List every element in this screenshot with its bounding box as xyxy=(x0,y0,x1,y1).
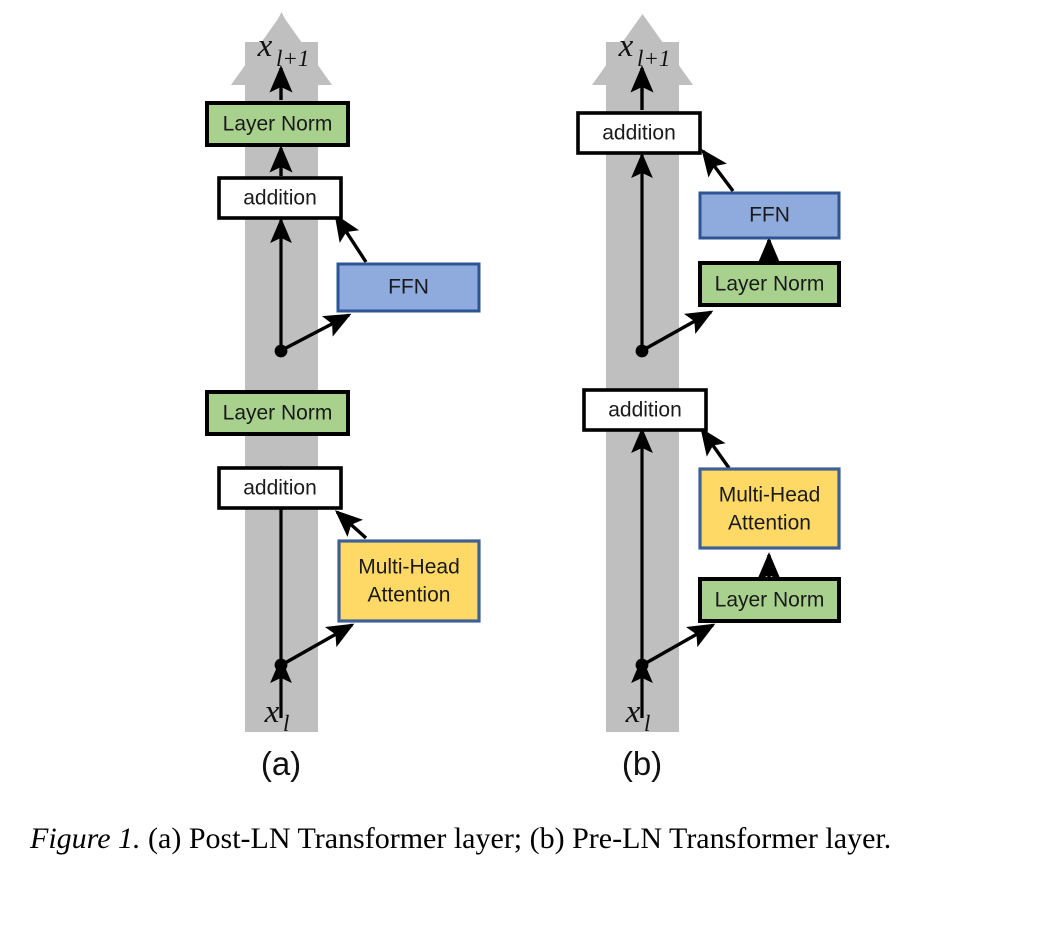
arrow-b-branch-to-layer-norm-lower xyxy=(645,623,716,665)
transformer-layer-diagram: x l+1 Layer N xyxy=(205,12,841,782)
panel-b: x l+1 xyxy=(576,14,841,782)
block-a-addition-top[interactable]: addition xyxy=(217,176,343,220)
svg-text:l: l xyxy=(283,711,289,736)
arrow-a-branch-to-attention xyxy=(284,623,355,665)
output-label-a: x l+1 xyxy=(257,28,310,71)
output-sub-a: l+1 xyxy=(276,46,309,71)
panel-label-a: (a) xyxy=(261,745,301,782)
arrow-b-branch-to-layer-norm-upper xyxy=(644,310,714,351)
output-var-b: x xyxy=(618,28,634,64)
panel-a: x l+1 Layer N xyxy=(205,12,481,782)
figure-caption: Figure 1. (a) Post-LN Transformer layer;… xyxy=(30,818,1020,861)
block-label: Layer Norm xyxy=(223,402,333,425)
block-label-line1: Multi-Head xyxy=(358,556,460,579)
block-label: addition xyxy=(608,399,682,422)
block-b-ffn[interactable]: FFN xyxy=(698,191,841,240)
branch-dot-a-attention xyxy=(274,658,288,672)
block-b-addition-top[interactable]: addition xyxy=(576,111,702,155)
output-var-a: x xyxy=(257,28,273,64)
block-label: addition xyxy=(243,477,317,500)
block-label: Layer Norm xyxy=(715,589,825,612)
block-label-line1: Multi-Head xyxy=(719,484,821,507)
svg-text:l: l xyxy=(644,711,650,736)
svg-text:x: x xyxy=(257,28,273,64)
input-sub-a: l xyxy=(283,711,289,736)
block-label: Layer Norm xyxy=(223,113,333,136)
block-label-line2: Attention xyxy=(368,584,451,607)
block-a-ffn[interactable]: FFN xyxy=(336,262,481,313)
block-b-layer-norm-lower[interactable]: Layer Norm xyxy=(698,577,841,623)
caption-body: (a) Post-LN Transformer layer; (b) Pre-L… xyxy=(140,822,892,855)
block-label: Layer Norm xyxy=(715,273,825,296)
block-label: FFN xyxy=(388,276,429,299)
input-var-b: x xyxy=(625,694,641,730)
block-a-addition-bottom[interactable]: addition xyxy=(217,466,343,510)
output-sub-b: l+1 xyxy=(637,46,670,71)
input-label-b: x l xyxy=(625,694,651,736)
svg-text:l+1: l+1 xyxy=(276,46,309,71)
block-label: FFN xyxy=(749,204,790,227)
caption-figure-number: Figure 1. xyxy=(30,822,141,855)
block-b-attention[interactable]: Multi-Head Attention xyxy=(698,467,841,550)
block-b-addition-bottom[interactable]: addition xyxy=(582,388,708,432)
block-label: addition xyxy=(602,122,676,145)
block-a-attention[interactable]: Multi-Head Attention xyxy=(337,539,481,623)
block-a-layer-norm-top[interactable]: Layer Norm xyxy=(205,101,350,147)
input-var-a: x xyxy=(264,694,280,730)
panel-label-b: (b) xyxy=(622,745,662,782)
block-label-line2: Attention xyxy=(728,512,811,535)
arrow-b-attention-to-add xyxy=(700,427,731,469)
branch-dot-b-lower xyxy=(635,658,649,672)
svg-text:x: x xyxy=(625,694,641,730)
input-label-a: x l xyxy=(264,694,290,736)
input-sub-b: l xyxy=(644,711,650,736)
arrow-a-branch-to-ffn xyxy=(283,313,352,351)
arrow-a-attention-to-add xyxy=(334,510,368,540)
arrow-a-ffn-to-add xyxy=(334,213,368,263)
block-b-layer-norm-upper[interactable]: Layer Norm xyxy=(698,261,841,307)
block-a-layer-norm-bottom[interactable]: Layer Norm xyxy=(205,390,350,436)
block-label: addition xyxy=(243,187,317,210)
svg-text:x: x xyxy=(264,694,280,730)
svg-text:l+1: l+1 xyxy=(637,46,670,71)
svg-text:x: x xyxy=(618,28,634,64)
arrow-b-ffn-to-add xyxy=(701,148,735,193)
